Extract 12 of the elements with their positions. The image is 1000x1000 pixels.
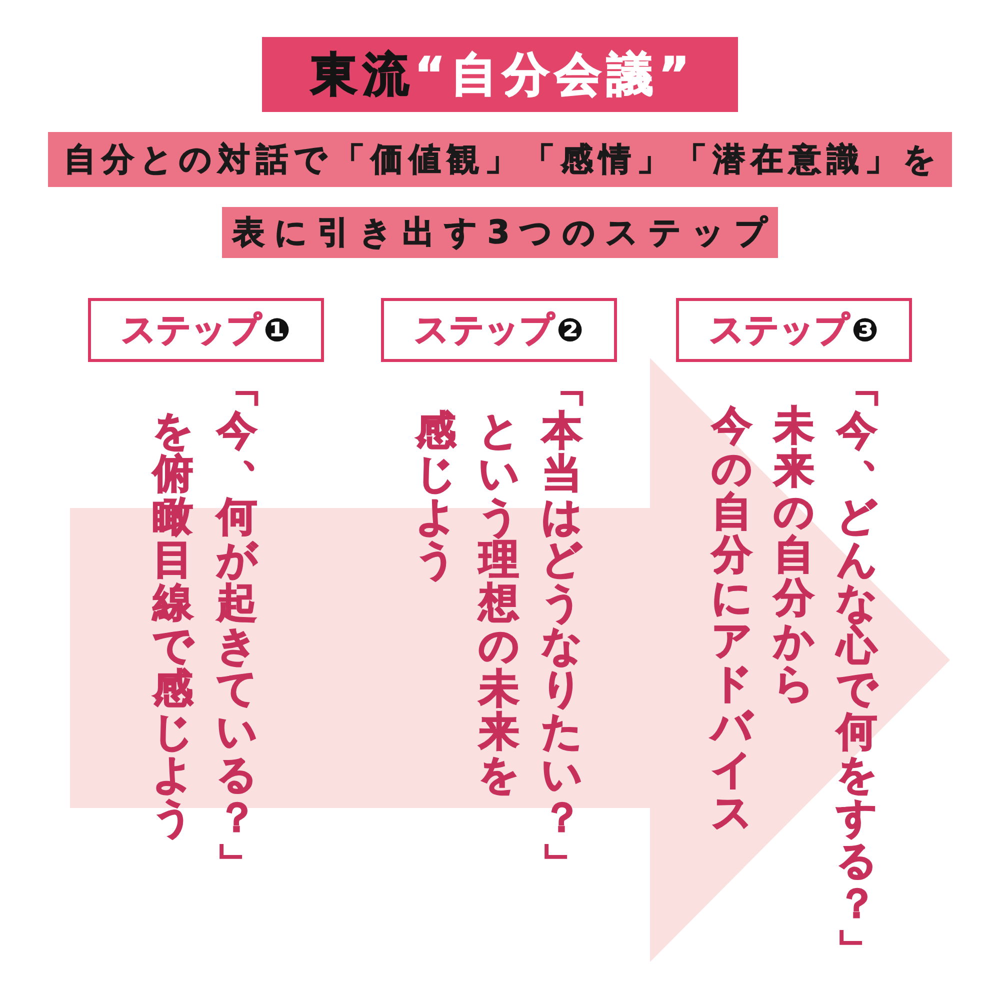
step-text: 未来の自分から今の自分にアドバイス [710, 405, 816, 835]
step-box: ステップ❷ [381, 298, 617, 362]
title-banner [262, 37, 738, 112]
title-text: “自分会議” [414, 46, 696, 102]
step-text: 「今、どんな心で何をする？」 [835, 368, 879, 969]
step-box: ステップ❶ [88, 298, 324, 362]
title-text: 東流 [310, 46, 415, 102]
subtitle-banner: 自分との対話で「価値観」「感情」「潜在意識」を [48, 132, 952, 187]
step-text: 「今、何が起きている？」を俯瞰目線で感じよう [151, 368, 259, 883]
step-box: ステップ❸ [676, 298, 912, 362]
step-text: 「本当はどうなりたい？」という理想の未来を感じよう [414, 368, 584, 883]
subtitle-banner: 表に引き出す3つのステップ [222, 207, 778, 258]
